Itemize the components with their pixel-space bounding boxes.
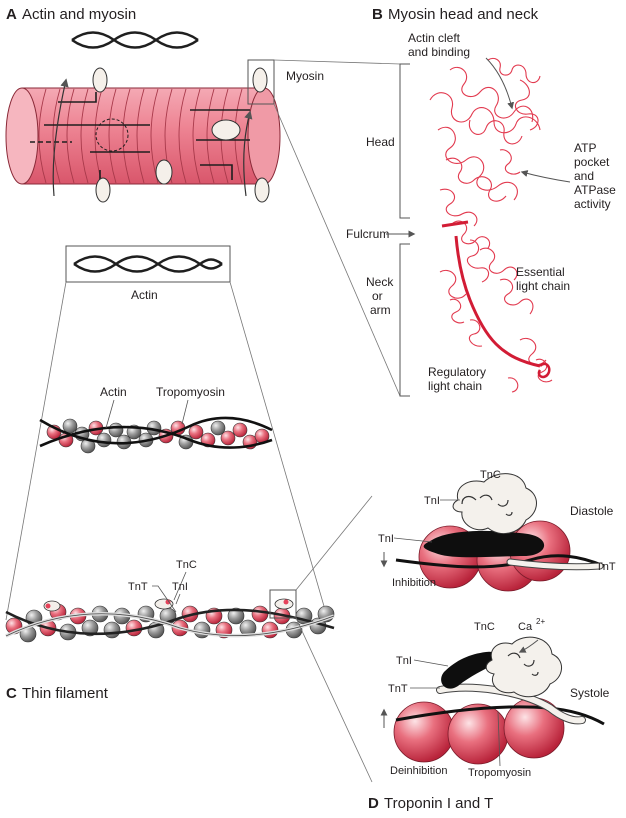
- fulcrum-label: Fulcrum: [346, 227, 389, 241]
- zoom-lines-a-to-b: [273, 59, 401, 397]
- svg-text:and binding: and binding: [408, 45, 470, 59]
- panel-d: TnC TnI TnI Inhibition TnT Diastole TnC …: [368, 469, 616, 812]
- systole-label: Systole: [570, 686, 610, 700]
- actin-helix-icon: [71, 31, 199, 49]
- zoom-lines-c: [5, 281, 329, 621]
- actin-helix-icon-c: [73, 255, 223, 273]
- tnc-label: TnC: [176, 559, 197, 571]
- svg-text:Ca: Ca: [518, 621, 533, 633]
- calcium-label: Ca 2+: [518, 617, 545, 633]
- inhibition-label: Inhibition: [392, 577, 436, 589]
- svg-text:pocket: pocket: [574, 155, 610, 169]
- diastole-tni-top-label: TnI: [424, 495, 440, 507]
- svg-text:Essential: Essential: [516, 265, 565, 279]
- panel-c-letter: C: [6, 685, 17, 702]
- systole-tni-label: TnI: [396, 655, 412, 667]
- svg-text:2+: 2+: [536, 617, 545, 626]
- panel-b-letter: B: [372, 6, 383, 23]
- actin-cleft-arrow: [485, 57, 515, 110]
- troponin-zoom-box: [269, 589, 297, 619]
- atp-pocket-label: ATP pocket and ATPase activity: [574, 141, 616, 211]
- panel-b: B Myosin head and neck Head Fulcrum Neck…: [346, 6, 616, 397]
- deinhibition-label: Deinhibition: [390, 765, 447, 777]
- head-bracket: [399, 63, 410, 219]
- svg-text:and: and: [574, 169, 594, 183]
- svg-text:Actin cleft: Actin cleft: [408, 31, 461, 45]
- neck-label: Neck or arm: [366, 275, 394, 317]
- tni-label: TnI: [172, 581, 188, 593]
- neck-bracket: [399, 243, 410, 397]
- svg-text:ATPase: ATPase: [574, 183, 616, 197]
- myosin-cylinder: [5, 87, 281, 185]
- systole-tnc-label: TnC: [474, 621, 495, 633]
- diastole-tnc-label: TnC: [480, 469, 501, 481]
- actin-label: Actin: [100, 385, 127, 399]
- troponin-complexes: [43, 598, 294, 612]
- svg-text:or: or: [372, 289, 383, 303]
- panel-b-title: Myosin head and neck: [388, 6, 539, 23]
- systole-tnt-label: TnT: [388, 683, 408, 695]
- systole-tropomyosin-label: Tropomyosin: [468, 767, 531, 779]
- svg-text:ATP: ATP: [574, 141, 596, 155]
- tropomyosin-strands-mid: [39, 416, 273, 449]
- myosin-head-ribbon: [429, 57, 553, 393]
- rotation-arrows: [52, 78, 253, 197]
- svg-text:Regulatory: Regulatory: [428, 365, 486, 379]
- actin-box-label: Actin: [131, 288, 158, 302]
- regulatory-light-chain-label: Regulatory light chain: [428, 365, 486, 393]
- svg-text:Neck: Neck: [366, 275, 394, 289]
- panel-d-letter: D: [368, 795, 379, 812]
- systole-diagram: [393, 636, 605, 765]
- panel-a: A Actin and myosin: [5, 6, 401, 397]
- diastole-tnt-label: TnT: [596, 561, 616, 573]
- tnt-label: TnT: [128, 581, 148, 593]
- tropomyosin-label: Tropomyosin: [156, 385, 225, 399]
- svg-text:activity: activity: [574, 197, 611, 211]
- head-label: Head: [366, 135, 395, 149]
- diastole-tni-left-label: TnI: [378, 533, 394, 545]
- actin-zoom-box: [65, 245, 231, 283]
- atp-pocket-arrow: [520, 170, 571, 183]
- panel-c-title: Thin filament: [22, 685, 109, 702]
- myosin-label: Myosin: [286, 69, 324, 83]
- zoom-lines-c-to-d: [295, 495, 373, 783]
- essential-light-chain-label: Essential light chain: [516, 265, 570, 293]
- diastole-label: Diastole: [570, 504, 614, 518]
- thin-filament-bottom: [5, 603, 335, 643]
- actin-cleft-label: Actin cleft and binding: [408, 31, 470, 59]
- calcium-arrow: [518, 639, 539, 653]
- panel-c: Actin: [5, 245, 373, 783]
- svg-text:light chain: light chain: [428, 379, 482, 393]
- lever-arm-helix: [454, 235, 541, 368]
- panel-a-title: Actin and myosin: [22, 6, 136, 23]
- tropomyosin-strands-bottom: [5, 608, 335, 638]
- svg-text:light chain: light chain: [516, 279, 570, 293]
- fulcrum-helix: [441, 220, 469, 228]
- myosin-heads: [92, 67, 270, 203]
- panel-d-title: Troponin I and T: [384, 795, 493, 812]
- svg-text:arm: arm: [370, 303, 391, 317]
- myosin-zoom-box: [247, 59, 275, 105]
- panel-a-letter: A: [6, 6, 17, 23]
- diastole-diagram: [395, 473, 605, 592]
